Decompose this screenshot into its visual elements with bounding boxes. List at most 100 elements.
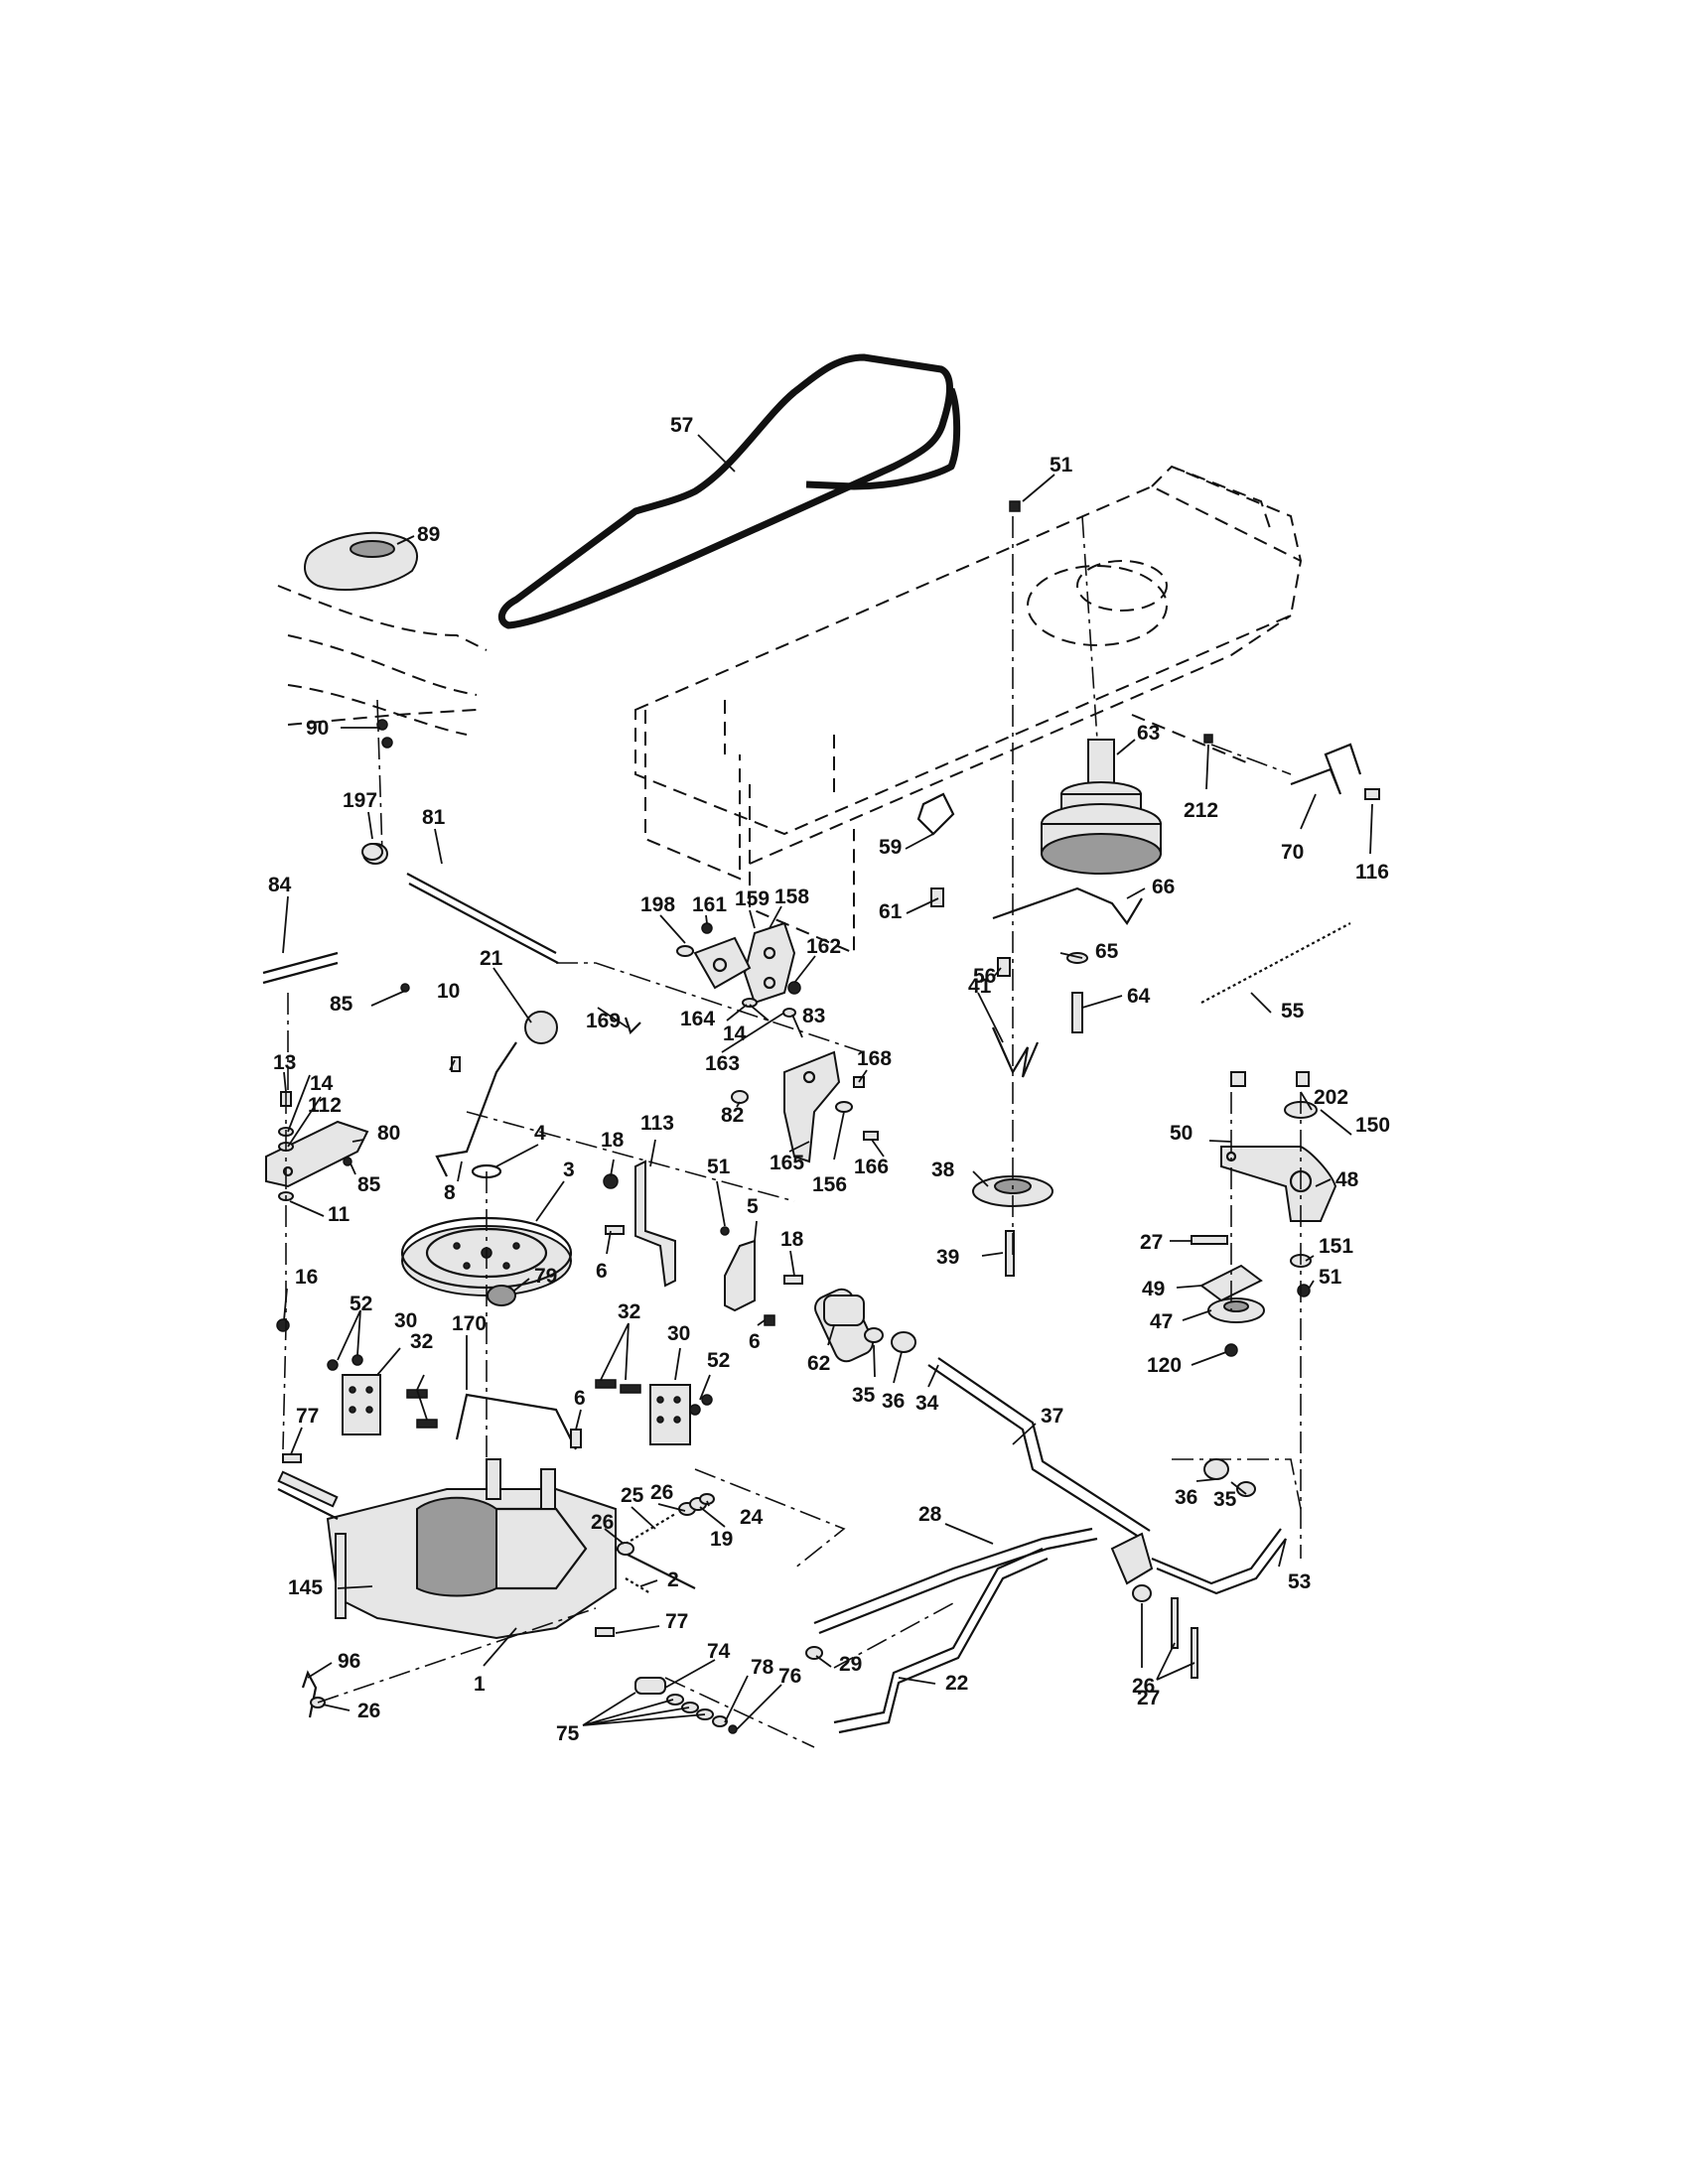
callout-75: 75 [556, 1722, 580, 1745]
spring-2 [625, 1577, 651, 1594]
center-lines [282, 515, 1302, 1748]
spring-55 [1200, 922, 1351, 1004]
callout-49: 49 [1142, 1278, 1165, 1300]
callout-52: 52 [707, 1349, 730, 1372]
drive-belt [497, 353, 961, 629]
wire-70 [1290, 743, 1362, 795]
callout-6: 6 [574, 1387, 586, 1410]
callout-8: 8 [444, 1181, 456, 1204]
callout-170: 170 [452, 1312, 487, 1335]
bracket-48 [1220, 1146, 1337, 1222]
callout-81: 81 [422, 806, 446, 829]
callout-38: 38 [931, 1159, 955, 1181]
pulley-63 [1041, 739, 1162, 875]
transaxle-1 [277, 1458, 696, 1640]
callout-29: 29 [839, 1653, 862, 1676]
callout-36: 36 [882, 1390, 905, 1413]
callout-89: 89 [417, 523, 440, 546]
callout-202: 202 [1314, 1086, 1348, 1109]
callout-83: 83 [802, 1005, 825, 1027]
callout-168: 168 [857, 1047, 892, 1070]
callout-6: 6 [596, 1260, 608, 1283]
callout-19: 19 [710, 1528, 733, 1551]
callout-47: 47 [1150, 1310, 1173, 1333]
callout-55: 55 [1281, 1000, 1305, 1023]
callout-145: 145 [288, 1576, 323, 1599]
callout-150: 150 [1355, 1114, 1390, 1137]
wire-41 [991, 1026, 1040, 1078]
callout-113: 113 [640, 1112, 674, 1135]
bracket-158 [693, 921, 796, 1005]
callout-151: 151 [1319, 1235, 1353, 1258]
callout-61: 61 [879, 900, 903, 923]
spring-25 [625, 1513, 676, 1545]
callout-30: 30 [394, 1309, 417, 1332]
rod-84 [262, 951, 339, 985]
callout-5: 5 [747, 1195, 759, 1218]
callout-39: 39 [936, 1246, 959, 1269]
callout-165: 165 [770, 1152, 804, 1174]
callout-41: 41 [968, 975, 992, 998]
wire-66 [992, 887, 1143, 925]
callout-26: 26 [591, 1511, 614, 1534]
callout-32: 32 [618, 1300, 640, 1323]
callout-1: 1 [474, 1673, 486, 1696]
pulley-47 [1207, 1297, 1265, 1323]
callout-112: 112 [308, 1094, 342, 1117]
callout-163: 163 [705, 1052, 740, 1075]
callout-65: 65 [1095, 940, 1119, 963]
callout-84: 84 [268, 874, 292, 896]
callout-79: 79 [534, 1265, 557, 1288]
callout-4: 4 [534, 1122, 546, 1145]
bracket-113 [634, 1160, 676, 1288]
callout-198: 198 [640, 893, 675, 916]
callout-48: 48 [1335, 1168, 1359, 1191]
callout-16: 16 [295, 1266, 318, 1289]
callout-164: 164 [680, 1008, 715, 1030]
callout-10: 10 [437, 980, 460, 1003]
callout-50: 50 [1170, 1122, 1193, 1145]
callout-30: 30 [667, 1322, 690, 1345]
callout-21: 21 [480, 947, 503, 970]
callout-77: 77 [665, 1610, 688, 1633]
bracket-80 [265, 1120, 369, 1188]
callout-77: 77 [296, 1405, 319, 1428]
plate-30-left [342, 1374, 381, 1435]
callout-51: 51 [707, 1156, 731, 1178]
callout-66: 66 [1152, 876, 1175, 898]
callout-212: 212 [1184, 799, 1218, 822]
callout-37: 37 [1041, 1405, 1063, 1428]
callout-28: 28 [918, 1503, 942, 1526]
callout-162: 162 [806, 935, 841, 958]
callout-57: 57 [670, 414, 693, 437]
callout-6: 6 [749, 1330, 761, 1353]
callout-62: 62 [807, 1352, 830, 1375]
callout-80: 80 [377, 1122, 400, 1145]
callout-85: 85 [330, 993, 353, 1016]
callout-82: 82 [721, 1104, 744, 1127]
frame-outline [277, 465, 1303, 955]
callout-70: 70 [1281, 841, 1304, 864]
wire-59 [916, 792, 955, 836]
callout-24: 24 [740, 1506, 764, 1529]
callout-166: 166 [854, 1156, 889, 1178]
callout-59: 59 [879, 836, 902, 859]
bracket-165 [783, 1050, 841, 1163]
callout-169: 169 [586, 1010, 621, 1032]
callout-197: 197 [343, 789, 377, 812]
callout-53: 53 [1288, 1570, 1311, 1593]
callout-14: 14 [310, 1072, 334, 1095]
callout-labels: 57 51 89 90 63 212 70 116 197 81 59 66 8… [268, 414, 1390, 1745]
callout-90: 90 [306, 717, 329, 740]
rod-22 [833, 1547, 1049, 1734]
shift-rod-81 [362, 843, 559, 964]
callout-116: 116 [1355, 861, 1389, 884]
callout-76: 76 [778, 1665, 801, 1688]
callout-120: 120 [1147, 1354, 1182, 1377]
callout-52: 52 [350, 1293, 372, 1315]
callout-36: 36 [1175, 1486, 1197, 1509]
leader-lines [282, 434, 1373, 1730]
callout-35: 35 [852, 1384, 876, 1407]
callout-27: 27 [1137, 1687, 1160, 1709]
